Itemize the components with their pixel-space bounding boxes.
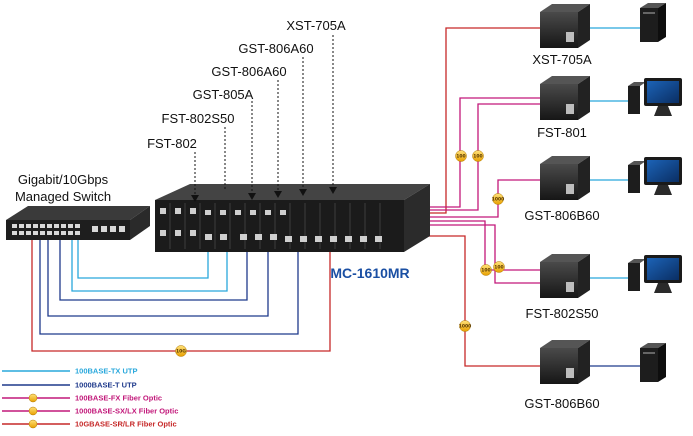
endpoint-label-2: FST-801 bbox=[537, 125, 587, 140]
link-tx-utp-2 bbox=[77, 236, 209, 279]
endpoint-label-5: GST-806B60 bbox=[524, 396, 599, 411]
legend-item-t-utp: 1000BASE-T UTP bbox=[2, 381, 137, 390]
endpoint-label-3: GST-806B60 bbox=[524, 208, 599, 223]
link-fiber-fst802-a bbox=[404, 220, 540, 271]
badge-10g: 10G bbox=[175, 345, 187, 357]
legend-item-sx-fiber: 1000BASE-SX/LX Fiber Optic bbox=[2, 407, 178, 416]
link-t-utp-1 bbox=[59, 236, 248, 301]
link-t-utp-2 bbox=[47, 236, 269, 317]
switch-label-line1: Gigabit/10Gbps bbox=[18, 172, 109, 187]
svg-text:1000: 1000 bbox=[492, 197, 505, 203]
badge-100: 100 bbox=[455, 150, 467, 162]
svg-text:1000BASE-SX/LX Fiber Optic: 1000BASE-SX/LX Fiber Optic bbox=[75, 407, 178, 416]
link-t-utp-3 bbox=[39, 236, 299, 335]
converter-3 bbox=[540, 156, 590, 200]
svg-text:100: 100 bbox=[481, 268, 490, 274]
svg-text:1000: 1000 bbox=[459, 324, 472, 330]
speed-badges: 100 100 1000 100 100 1000 10G bbox=[175, 150, 505, 357]
svg-text:10GBASE-SR/LR Fiber Optic: 10GBASE-SR/LR Fiber Optic bbox=[75, 420, 177, 429]
legend-item-fx-fiber: 100BASE-FX Fiber Optic bbox=[2, 394, 162, 403]
tower-pc-icon bbox=[640, 3, 666, 42]
svg-text:100BASE-TX UTP: 100BASE-TX UTP bbox=[75, 367, 138, 376]
converter-5 bbox=[540, 340, 590, 384]
legend: 100BASE-TX UTP 1000BASE-T UTP 100BASE-FX… bbox=[2, 367, 178, 429]
endpoint-label-1: XST-705A bbox=[532, 52, 592, 67]
badge-1000: 1000 bbox=[459, 320, 472, 332]
svg-text:100: 100 bbox=[456, 154, 465, 160]
chassis-model-label: MC-1610MR bbox=[330, 265, 409, 281]
svg-text:100BASE-FX Fiber Optic: 100BASE-FX Fiber Optic bbox=[75, 394, 162, 403]
svg-text:10G: 10G bbox=[176, 349, 186, 355]
card-label-gst-806a60-2: GST-806A60 bbox=[211, 64, 286, 79]
desktop-pc-icon bbox=[628, 255, 682, 293]
badge-100: 100 bbox=[493, 261, 505, 273]
badge-100: 100 bbox=[472, 150, 484, 162]
legend-item-tx-utp: 100BASE-TX UTP bbox=[2, 367, 138, 376]
chassis-ports bbox=[160, 208, 382, 242]
link-fiber-gst806-b bbox=[404, 235, 540, 367]
converter-4 bbox=[540, 254, 590, 298]
badge-1000: 1000 bbox=[492, 193, 505, 205]
desktop-pc-icon bbox=[628, 157, 682, 195]
link-tx-utp-1 bbox=[71, 236, 228, 292]
switch-label-line2: Managed Switch bbox=[15, 189, 111, 204]
tower-pc-icon bbox=[640, 343, 666, 382]
legend-item-10g-fiber: 10GBASE-SR/LR Fiber Optic bbox=[2, 420, 177, 429]
svg-text:100: 100 bbox=[473, 154, 482, 160]
card-label-fst-802: FST-802 bbox=[147, 136, 197, 151]
card-label-fst-802s50: FST-802S50 bbox=[162, 111, 235, 126]
svg-text:1000BASE-T UTP: 1000BASE-T UTP bbox=[75, 381, 137, 390]
endpoint-label-4: FST-802S50 bbox=[526, 306, 599, 321]
mc-1610mr-chassis bbox=[155, 184, 430, 252]
converter-1 bbox=[540, 4, 590, 48]
switch-ports bbox=[12, 224, 125, 235]
link-fiber-fst802-b bbox=[404, 224, 540, 284]
desktop-pc-icon bbox=[628, 78, 682, 116]
card-label-xst-705a: XST-705A bbox=[286, 18, 346, 33]
svg-text:100: 100 bbox=[494, 265, 503, 271]
card-label-gst-805a: GST-805A bbox=[193, 87, 254, 102]
card-label-arrowheads bbox=[191, 187, 337, 202]
managed-switch bbox=[6, 206, 150, 240]
card-label-gst-806a60-1: GST-806A60 bbox=[238, 41, 313, 56]
badge-100: 100 bbox=[480, 264, 492, 276]
card-label-arrows bbox=[194, 35, 334, 196]
converter-2 bbox=[540, 76, 590, 120]
